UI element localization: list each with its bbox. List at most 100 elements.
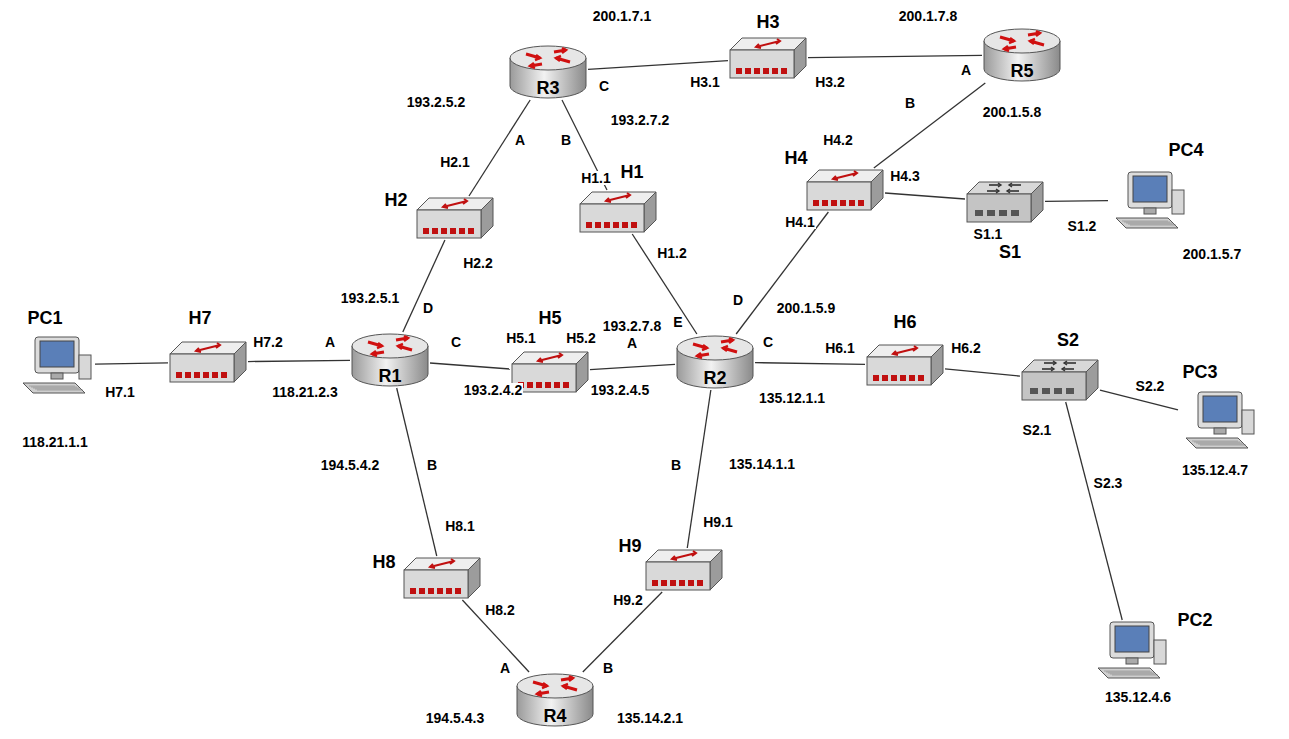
device-name: H5 bbox=[538, 309, 561, 327]
pc: PC1 bbox=[15, 335, 95, 395]
network-link bbox=[1100, 390, 1178, 410]
port-label: 200.1.5.8 bbox=[982, 105, 1042, 119]
switch-icon bbox=[965, 180, 1045, 224]
port-label: H7.1 bbox=[104, 385, 136, 399]
port-label: 135.14.1.1 bbox=[728, 457, 796, 471]
hub-icon bbox=[578, 190, 658, 234]
port-label: H1.2 bbox=[656, 246, 688, 260]
device-name: H9 bbox=[619, 537, 642, 555]
hub: H8 bbox=[402, 556, 482, 600]
device-name: R1 bbox=[378, 367, 401, 385]
network-link bbox=[755, 363, 865, 365]
network-link bbox=[248, 360, 350, 361]
port-label: E bbox=[672, 315, 683, 329]
port-label: A bbox=[499, 661, 511, 675]
hub-icon bbox=[415, 196, 495, 240]
network-link bbox=[583, 592, 662, 672]
port-label: S1.2 bbox=[1067, 219, 1098, 233]
port-label: H3.2 bbox=[814, 75, 846, 89]
port-label: 200.1.7.8 bbox=[898, 9, 958, 23]
device-name: R5 bbox=[1010, 62, 1033, 80]
port-label: S2.1 bbox=[1022, 423, 1053, 437]
port-label: 193.2.5.1 bbox=[340, 291, 400, 305]
port-label: 193.2.4.2 bbox=[463, 383, 523, 397]
hub: H6 bbox=[865, 343, 945, 387]
network-link bbox=[736, 212, 828, 334]
port-label: 118.21.1.1 bbox=[21, 435, 88, 449]
port-label: D bbox=[422, 301, 434, 315]
network-link bbox=[1066, 402, 1123, 620]
network-link bbox=[808, 55, 982, 57]
hub: H3 bbox=[728, 36, 808, 80]
hub: H4 bbox=[805, 168, 885, 212]
port-label: H4.3 bbox=[889, 169, 921, 183]
port-label: B bbox=[426, 458, 438, 472]
router: R3 bbox=[508, 44, 588, 100]
network-link bbox=[95, 363, 168, 364]
device-name: H8 bbox=[373, 553, 396, 571]
port-label: H9.2 bbox=[612, 593, 644, 607]
switch: S1 bbox=[965, 180, 1045, 224]
port-label: 118.21.2.3 bbox=[271, 385, 338, 399]
port-label: 135.12.1.1 bbox=[758, 391, 826, 405]
port-label: H9.1 bbox=[702, 515, 734, 529]
port-label: S2.2 bbox=[1135, 379, 1166, 393]
port-label: H4.1 bbox=[784, 215, 816, 229]
port-label: B bbox=[560, 133, 572, 147]
router: R2 bbox=[675, 334, 755, 390]
port-label: C bbox=[598, 79, 610, 93]
network-link bbox=[397, 388, 437, 556]
port-label: C bbox=[450, 335, 462, 349]
port-label: 135.12.4.6 bbox=[1104, 690, 1172, 704]
hub-icon bbox=[728, 36, 808, 80]
port-label: 200.1.7.1 bbox=[592, 9, 652, 23]
port-label: S1.1 bbox=[973, 227, 1004, 241]
port-label: H6.2 bbox=[950, 341, 982, 355]
pc-icon bbox=[1178, 390, 1258, 450]
port-label: H5.2 bbox=[565, 331, 597, 345]
device-name: PC1 bbox=[27, 309, 62, 327]
port-label: 194.5.4.2 bbox=[320, 458, 380, 472]
device-name: PC2 bbox=[1177, 611, 1212, 629]
router: R1 bbox=[350, 332, 430, 388]
port-label: H3.1 bbox=[689, 75, 721, 89]
port-label: A bbox=[514, 133, 526, 147]
device-name: H6 bbox=[893, 313, 916, 331]
device-name: R2 bbox=[703, 369, 726, 387]
hub: H9 bbox=[644, 548, 724, 592]
device-name: R4 bbox=[543, 707, 566, 725]
device-name: PC3 bbox=[1182, 363, 1217, 381]
pc: PC3 bbox=[1178, 390, 1258, 450]
pc-icon bbox=[1090, 620, 1170, 680]
network-link bbox=[874, 83, 985, 168]
pc: PC4 bbox=[1108, 170, 1188, 230]
hub: H2 bbox=[415, 196, 495, 240]
switch: S2 bbox=[1020, 358, 1100, 402]
port-label: H2.2 bbox=[462, 256, 494, 270]
network-link bbox=[430, 363, 510, 369]
pc: PC2 bbox=[1090, 620, 1170, 680]
port-label: B bbox=[904, 96, 916, 110]
port-label: H4.2 bbox=[822, 133, 854, 147]
switch-icon bbox=[1020, 358, 1100, 402]
device-name: H7 bbox=[188, 309, 211, 327]
device-name: H1 bbox=[620, 163, 643, 181]
port-label: B bbox=[602, 661, 614, 675]
hub-icon bbox=[644, 548, 724, 592]
port-label: B bbox=[670, 458, 682, 472]
port-label: H2.1 bbox=[439, 155, 471, 169]
hub-icon bbox=[865, 343, 945, 387]
port-label: H8.1 bbox=[444, 519, 476, 533]
device-name: H4 bbox=[785, 149, 808, 167]
router: R5 bbox=[982, 27, 1062, 83]
network-link bbox=[462, 600, 529, 672]
port-label: 193.2.5.2 bbox=[406, 95, 466, 109]
port-label: A bbox=[960, 63, 972, 77]
port-label: 193.2.7.8 bbox=[602, 319, 662, 333]
hub-icon bbox=[168, 340, 248, 384]
port-label: A bbox=[626, 336, 638, 350]
network-link bbox=[1045, 200, 1108, 202]
hub-icon bbox=[805, 168, 885, 212]
router: R4 bbox=[515, 672, 595, 728]
device-name: H3 bbox=[756, 13, 779, 31]
